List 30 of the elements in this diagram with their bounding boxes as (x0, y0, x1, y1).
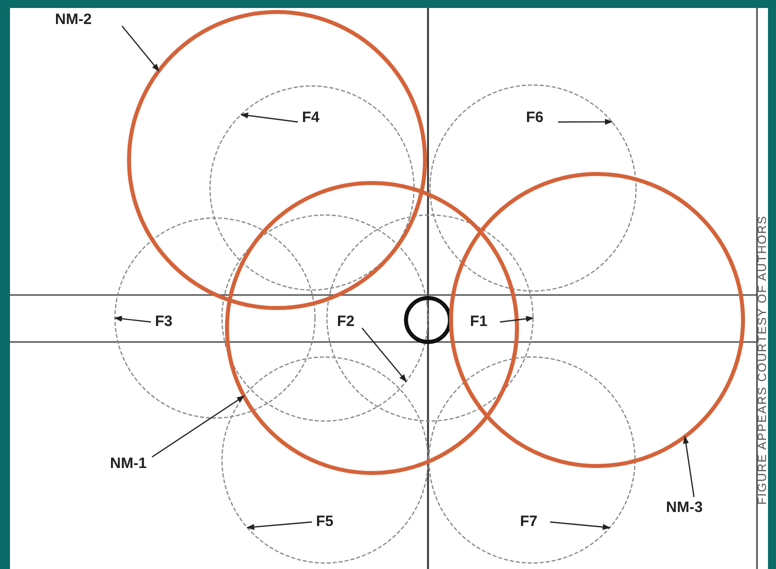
credit-note: FIGURE APPEARS COURTESY OF AUTHORS (755, 215, 769, 505)
leader-arrow (550, 521, 611, 530)
dashed-circle (114, 217, 316, 419)
callout-label: NM-2 (55, 12, 92, 28)
callout-label: F7 (520, 514, 538, 530)
dashed-circle (326, 214, 534, 422)
callout-label: NM-3 (666, 500, 703, 516)
dashed-circle (428, 356, 636, 564)
leader-arrow (558, 118, 613, 125)
leader-arrow (122, 26, 160, 72)
leader-arrow (682, 436, 695, 498)
callout-label: F6 (526, 110, 544, 126)
dashed-circle (429, 84, 637, 292)
callout-label: F2 (337, 314, 355, 330)
leader-arrow (114, 316, 152, 323)
callout-label: F3 (155, 314, 173, 330)
outline-circle (127, 10, 427, 310)
dashed-circle (221, 356, 429, 564)
center-circle (404, 296, 452, 344)
callout-label: F1 (470, 314, 488, 330)
leader-arrow (246, 521, 312, 530)
outline-circle (449, 172, 745, 468)
callout-label: NM-1 (110, 456, 147, 472)
leader-arrow (240, 112, 298, 123)
leader-arrow (500, 316, 534, 323)
callout-label: F5 (316, 514, 334, 530)
callout-label: F4 (302, 110, 320, 126)
leader-arrow (362, 328, 407, 382)
leader-arrow (152, 396, 245, 458)
outline-circle (225, 181, 519, 475)
